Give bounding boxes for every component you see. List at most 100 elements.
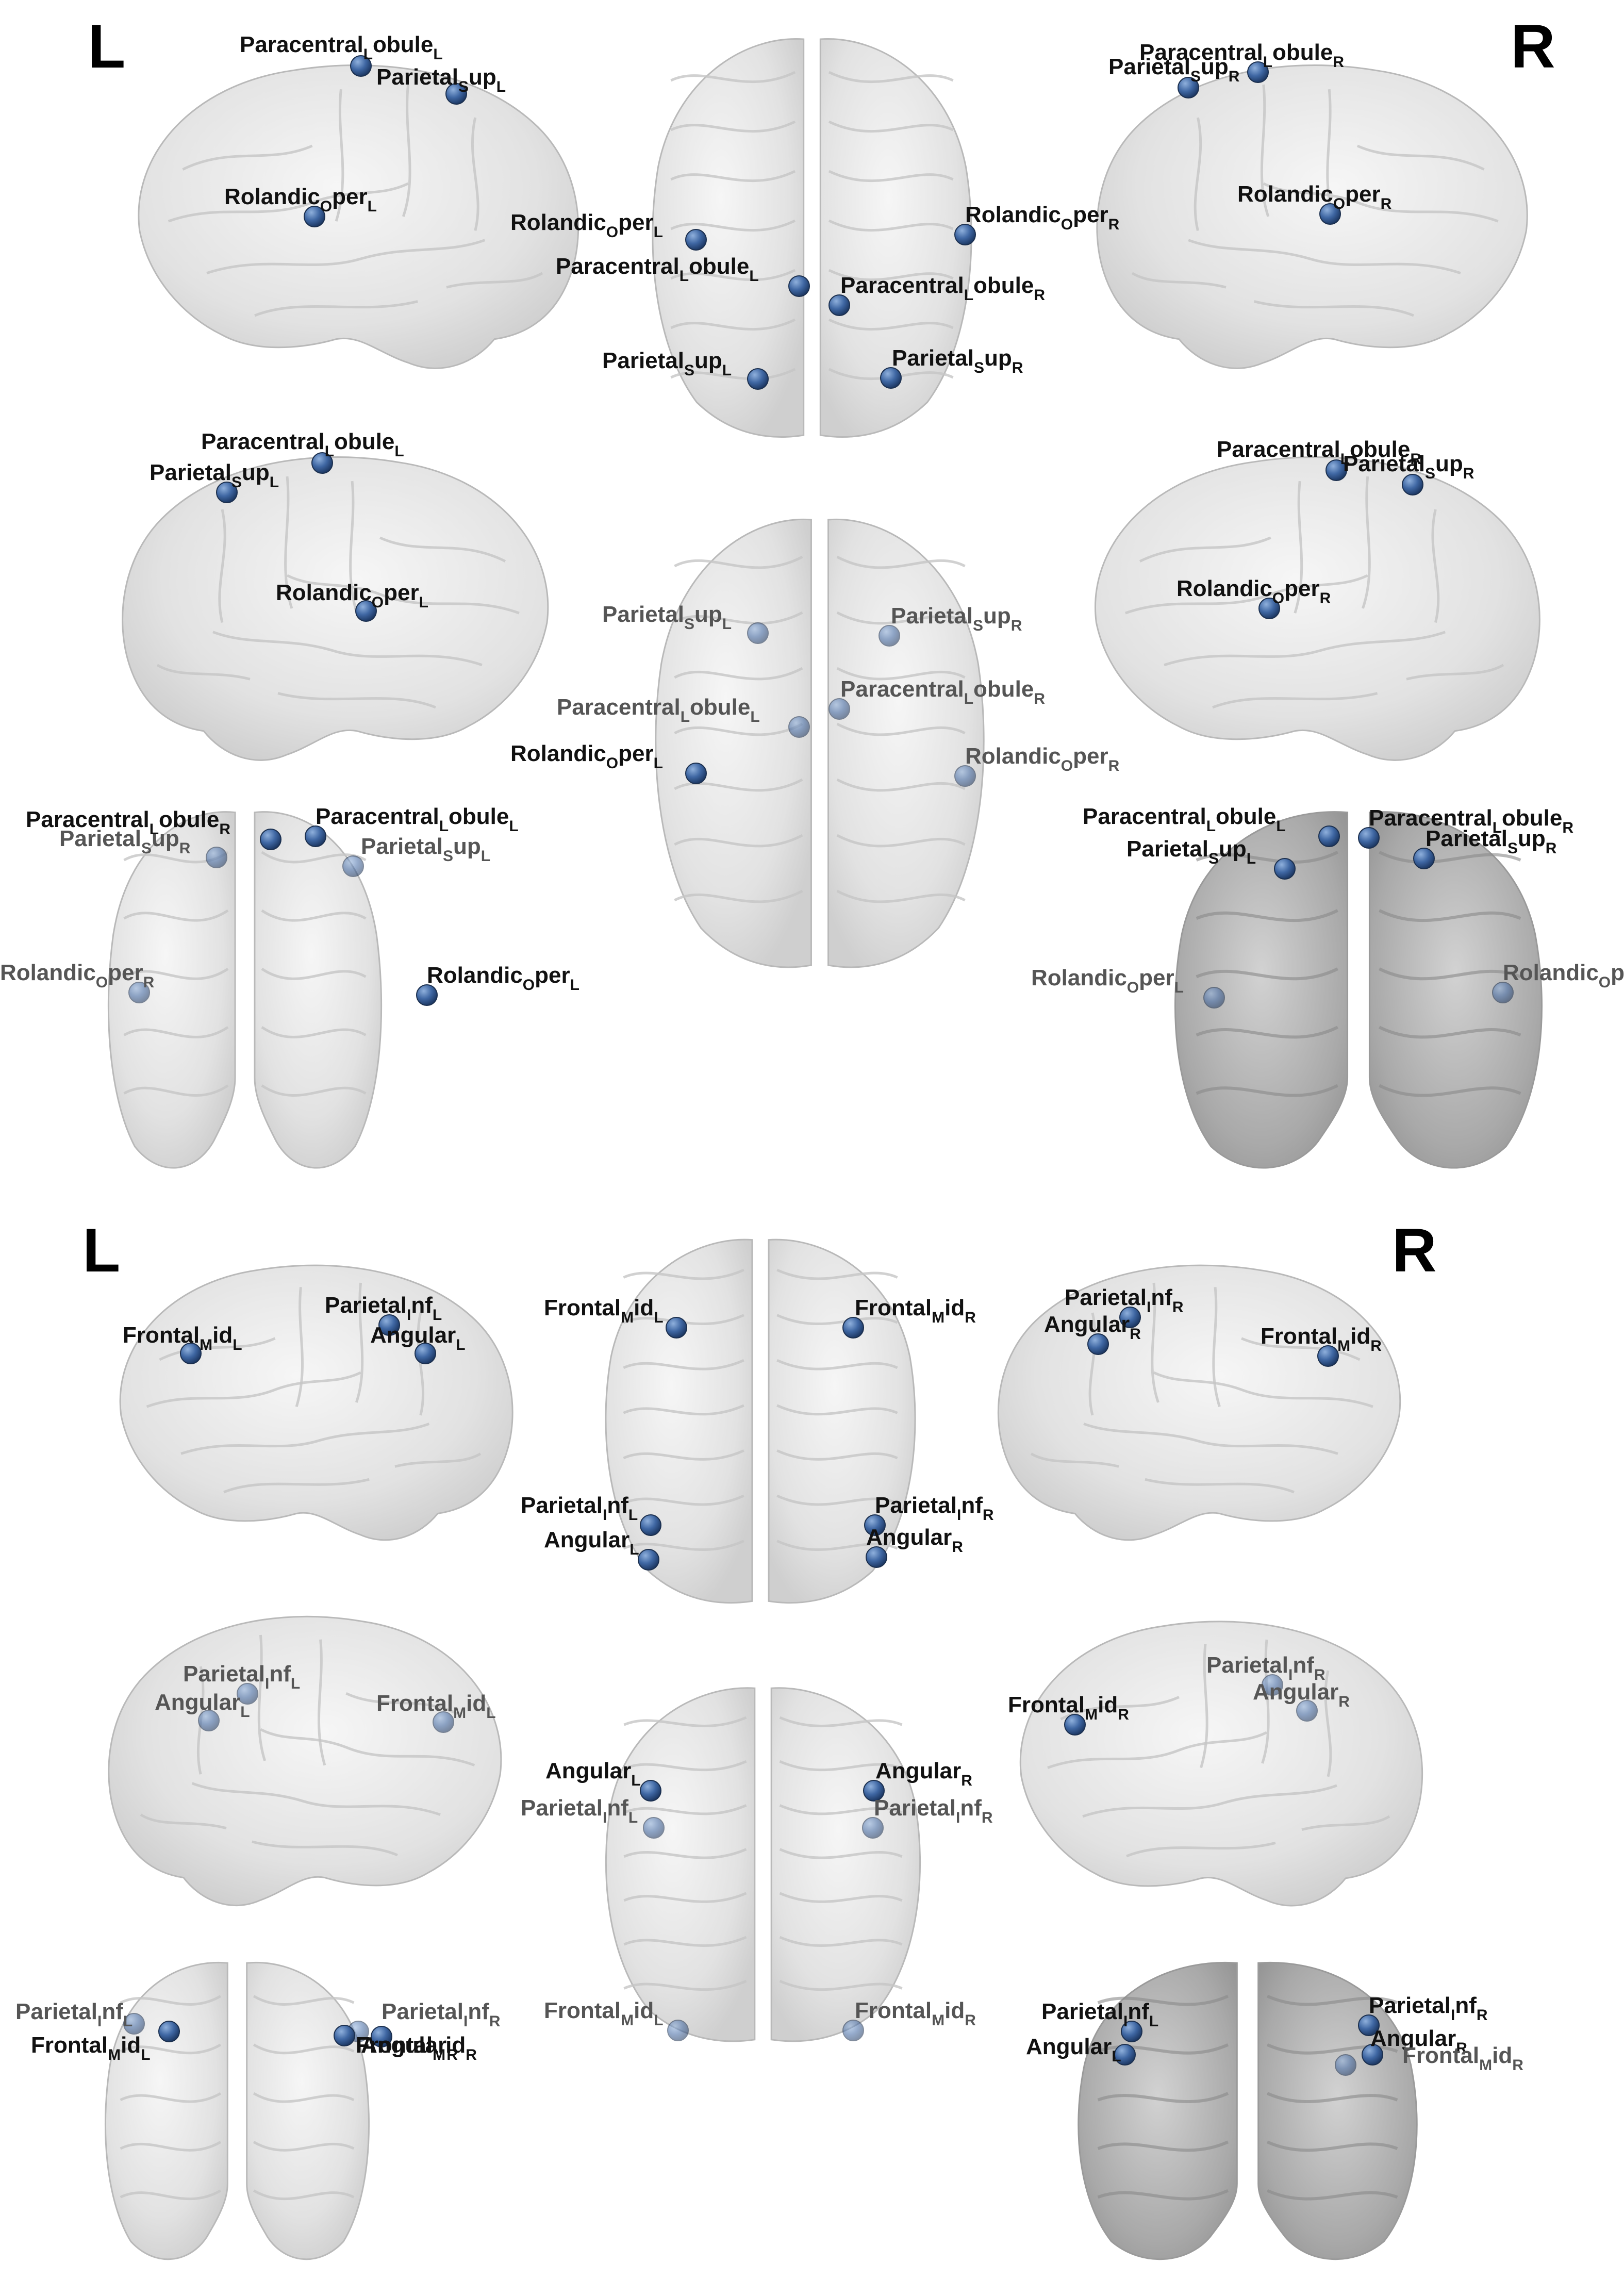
panel1-dorsal-brain bbox=[653, 39, 971, 437]
region-label-label: Parietal bbox=[1369, 1993, 1451, 2018]
panel1-posterior-brain bbox=[1175, 812, 1542, 1168]
region-label-sub: I bbox=[97, 2013, 102, 2030]
region-node bbox=[1296, 1700, 1318, 1722]
region-label-label: Parietal bbox=[382, 1999, 463, 2024]
region-node bbox=[334, 2025, 355, 2046]
region-label-sub2: L bbox=[367, 198, 377, 215]
region-label: ParietalSupL bbox=[602, 603, 732, 632]
region-label-label: Paracentral bbox=[557, 695, 681, 720]
region-label: ParietalInfL bbox=[521, 1494, 638, 1523]
region-label-sub: I bbox=[264, 1675, 270, 1692]
region-node bbox=[415, 1343, 436, 1364]
region-label-label: Frontal bbox=[855, 1295, 932, 1320]
region-label-sub: M bbox=[932, 2012, 945, 2029]
panel2-medial-left-brain bbox=[109, 1616, 501, 1905]
region-label-sub: M bbox=[621, 2012, 634, 2029]
region-label-label: Frontal bbox=[544, 1998, 621, 2023]
region-label-sub: M bbox=[1085, 1706, 1098, 1723]
region-label-sub: L bbox=[1492, 819, 1502, 836]
region-label-tail: nf bbox=[1292, 1653, 1314, 1678]
region-label-sub: I bbox=[956, 1507, 962, 1524]
region-node bbox=[862, 1817, 884, 1839]
region-label-tail: per bbox=[618, 741, 654, 766]
region-label-label: Paracentral bbox=[1139, 40, 1263, 65]
region-label-label: Paracentral bbox=[1217, 437, 1340, 462]
region-label-sub2: R bbox=[1228, 68, 1240, 85]
region-label-sub2: L bbox=[123, 2013, 133, 2030]
region-label-tail: up bbox=[453, 834, 481, 859]
region-label-sub: M bbox=[200, 1336, 213, 1353]
region-label-tail: up bbox=[242, 460, 270, 485]
region-label-label: Frontal bbox=[1008, 1692, 1085, 1717]
region-label-label: Paracentral bbox=[840, 273, 964, 298]
region-label-label: Paracentral bbox=[840, 676, 964, 702]
region-label: FrontalMidR bbox=[1261, 1324, 1382, 1354]
region-label-tail: per bbox=[1073, 202, 1108, 227]
region-label-tail: id bbox=[466, 1691, 487, 1716]
region-node bbox=[1119, 1307, 1141, 1328]
region-label: RolandicOperR bbox=[965, 202, 1119, 233]
region-node bbox=[1178, 77, 1199, 98]
region-label-sub2: R bbox=[1456, 2040, 1467, 2057]
panel1-lateral-right-brain bbox=[1097, 65, 1527, 369]
region-label-sub2: R bbox=[1010, 617, 1022, 634]
region-node bbox=[304, 206, 325, 227]
panel2-lateral-left-brain bbox=[120, 1265, 512, 1540]
region-label-sub: I bbox=[602, 1809, 607, 1826]
region-label-label: Paracentral bbox=[1369, 805, 1493, 831]
region-label-sub2: L bbox=[1112, 2048, 1121, 2065]
region-label-sub: O bbox=[1060, 757, 1073, 774]
region-node bbox=[355, 600, 377, 622]
region-label-sub: S bbox=[231, 474, 242, 491]
region-label-sub: M bbox=[1337, 1337, 1351, 1354]
region-label: ParietalInfR bbox=[875, 1494, 994, 1523]
region-label-sub2: R bbox=[1172, 1299, 1184, 1316]
region-label-label: Rolandic bbox=[965, 744, 1061, 769]
region-label-tail: obule bbox=[1350, 437, 1411, 462]
region-label-sub2: R bbox=[1012, 359, 1023, 376]
region-node bbox=[206, 847, 227, 868]
region-label-sub2: L bbox=[654, 2012, 664, 2029]
region-node bbox=[788, 716, 810, 738]
region-node bbox=[864, 1514, 886, 1536]
region-label-sub2: R bbox=[1108, 757, 1120, 774]
region-node bbox=[350, 55, 372, 77]
region-label-sub2: R bbox=[466, 2046, 477, 2063]
region-label-tail: id bbox=[1492, 2043, 1513, 2068]
region-label-label: Parietal bbox=[59, 826, 141, 851]
region-node bbox=[433, 1711, 454, 1733]
region-label-sub: O bbox=[1598, 974, 1611, 991]
region-node bbox=[828, 294, 850, 316]
region-label-tail: id bbox=[1350, 1324, 1371, 1349]
region-label-sub2: L bbox=[456, 1336, 466, 1353]
region-label-sub2: L bbox=[233, 1336, 242, 1353]
panel1-left-letter: L bbox=[88, 12, 126, 81]
region-label-sub: I bbox=[1146, 1299, 1151, 1316]
region-label: ParacentralLobuleL bbox=[240, 34, 443, 62]
region-node bbox=[640, 1780, 661, 1802]
region-label: ParacentralLobuleR bbox=[840, 273, 1045, 303]
region-node bbox=[1064, 1714, 1086, 1736]
region-node bbox=[311, 452, 333, 474]
region-label-label: Angular bbox=[361, 2033, 447, 2058]
region-label-sub2: L bbox=[749, 268, 759, 285]
region-label: ParacentralLobuleR bbox=[840, 676, 1045, 707]
region-label-tail: obule bbox=[1502, 805, 1563, 831]
region-label: AngularL bbox=[1026, 2036, 1121, 2064]
panel2-lateral-right-brain bbox=[998, 1265, 1400, 1540]
region-label: ParacentralLobuleL bbox=[557, 695, 760, 725]
panel1-right-letter: R bbox=[1511, 12, 1555, 81]
region-label-sub2: R bbox=[1314, 1666, 1325, 1683]
region-label: RolandicOperL bbox=[224, 186, 377, 214]
region-label: ParacentralLobuleL bbox=[556, 255, 759, 284]
region-label-sub: I bbox=[1123, 2013, 1128, 2030]
region-label: ParietalInfL bbox=[521, 1797, 638, 1826]
region-label-sub: S bbox=[1208, 850, 1219, 867]
region-label-tail: id bbox=[944, 1998, 965, 2023]
region-label-label: Angular bbox=[1370, 2026, 1456, 2051]
region-node bbox=[880, 367, 902, 389]
region-node bbox=[667, 2020, 689, 2041]
region-label-sub: L bbox=[1340, 451, 1350, 468]
region-label-sub: L bbox=[149, 821, 159, 838]
